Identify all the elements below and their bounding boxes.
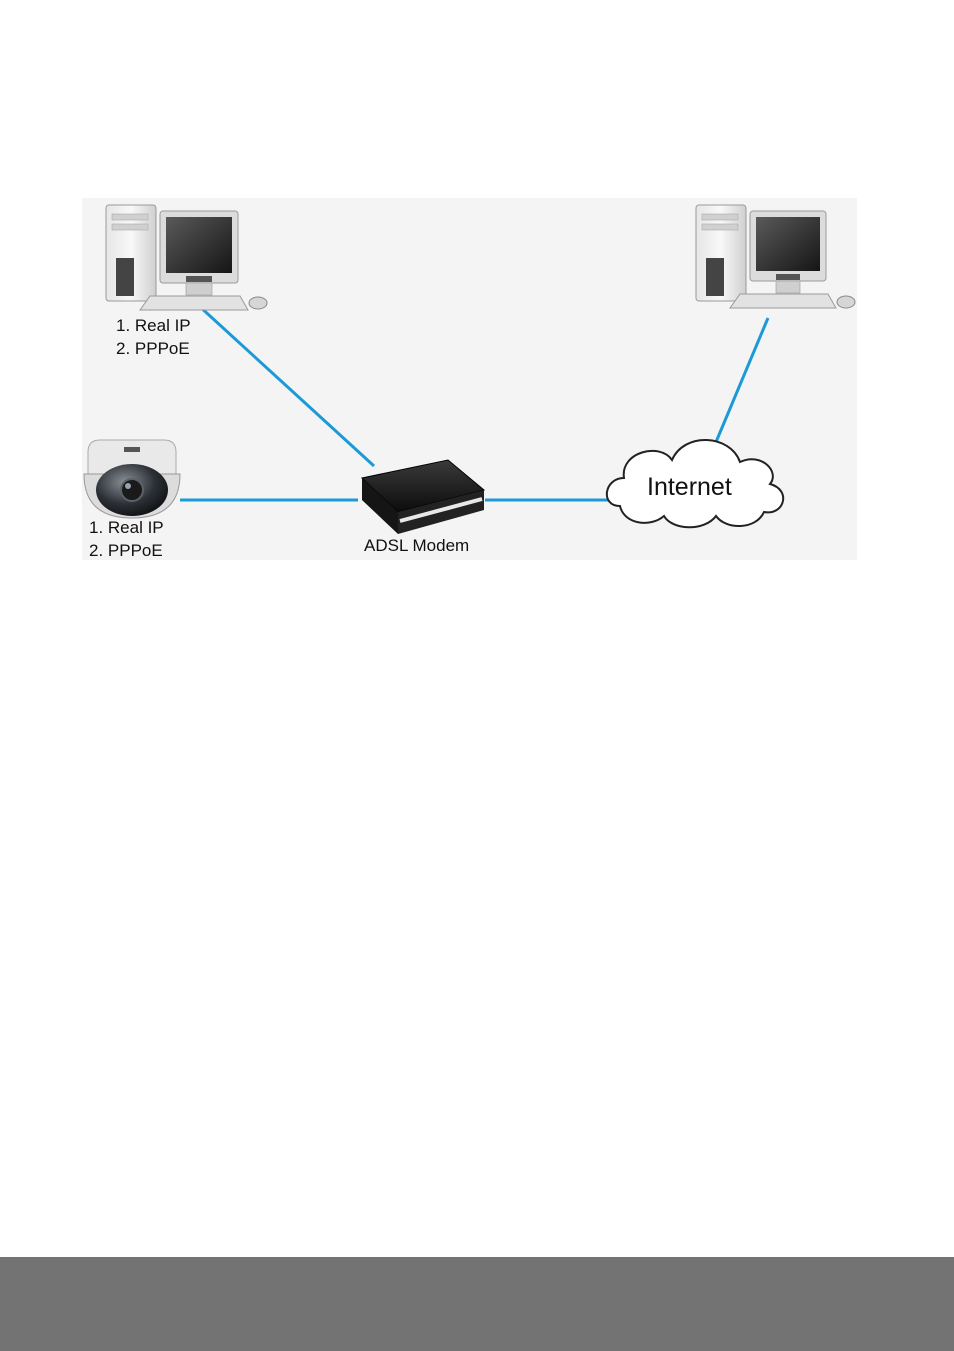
camera-label-1: 1. Real IP	[89, 517, 164, 539]
pc-left-label-2: 2. PPPoE	[116, 338, 190, 360]
camera-label-2: 2. PPPoE	[89, 540, 163, 562]
dome-camera-icon	[84, 440, 180, 518]
internet-label: Internet	[647, 472, 732, 502]
pc-left-label-1: 1. Real IP	[116, 315, 191, 337]
footer-bar	[0, 1257, 954, 1351]
modem-label: ADSL Modem	[364, 535, 469, 557]
